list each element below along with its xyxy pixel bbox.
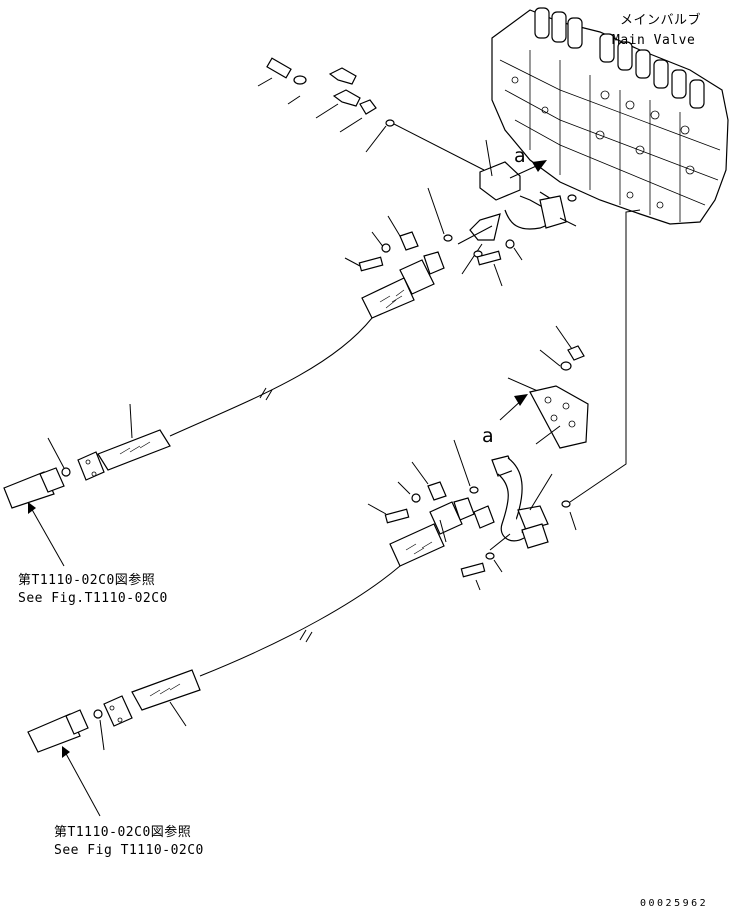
main-valve-label-en: Main Valve: [612, 33, 695, 48]
main-valve-label-jp: メインバルブ: [620, 12, 701, 28]
drawing-id: 00025962: [640, 898, 708, 909]
upper-left-hose-end: [3, 403, 171, 509]
arrow-a-upper-label: a: [514, 145, 526, 167]
lower-mounting-plate: [507, 325, 589, 449]
lower-hose: [199, 565, 401, 677]
valve-leader-line: [569, 209, 641, 503]
arrow-a-upper-head: [532, 160, 547, 172]
upper-reference-arrowhead: [28, 502, 36, 514]
upper-block-connector: [461, 139, 577, 275]
lower-reference-jp: 第T1110-02C0図参照: [54, 824, 191, 840]
upper-reference-leader: [29, 505, 65, 567]
lower-tube: [489, 455, 577, 551]
arrow-a-lower-label: a: [482, 425, 494, 447]
main-valve: [491, 7, 729, 225]
lower-reference-en: See Fig T1110-02C0: [54, 843, 204, 858]
lower-left-hose-end: [27, 669, 201, 753]
upper-reference-en: See Fig.T1110-02C0: [18, 591, 168, 606]
upper-top-bolt-flange: [257, 57, 485, 171]
lower-reference-arrowhead: [62, 746, 70, 758]
valve-spools: [534, 7, 705, 109]
upper-hose-fittings: [344, 215, 523, 319]
upper-reference-jp: 第T1110-02C0図参照: [18, 572, 155, 588]
lower-hose-fittings: [367, 439, 503, 591]
lower-reference-leader: [63, 749, 101, 817]
arrow-a-lower-head: [514, 394, 528, 406]
upper-hose: [169, 317, 373, 437]
